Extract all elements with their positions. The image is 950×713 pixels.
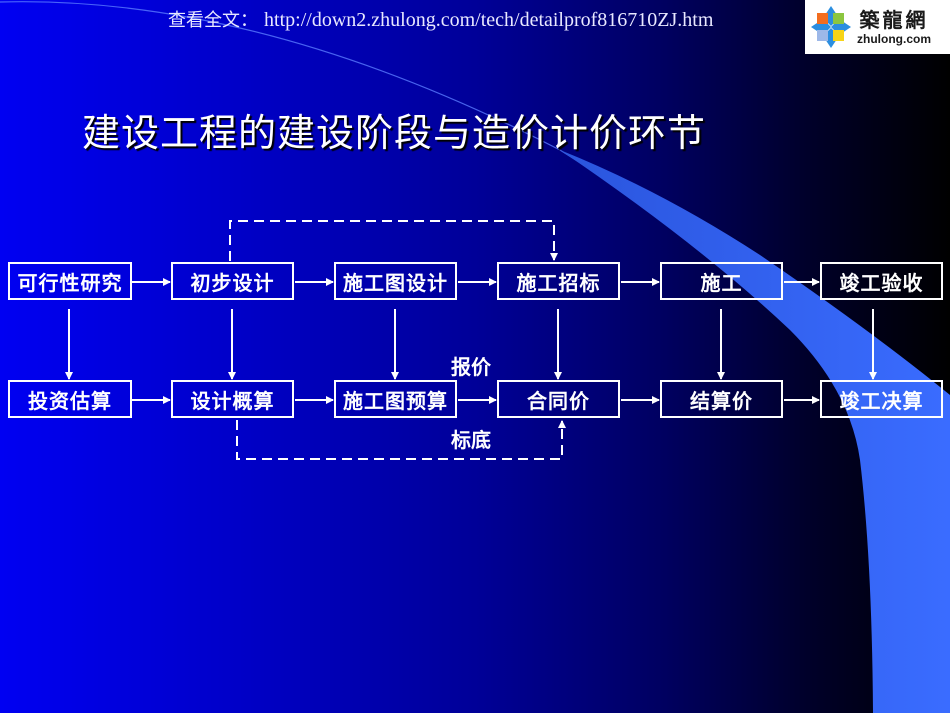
stage-preliminary-design: 初步设计 xyxy=(171,262,294,300)
cost-settlement-price: 结算价 xyxy=(660,380,783,418)
slide-title: 建设工程的建设阶段与造价计价环节 xyxy=(82,111,707,155)
logo-domain-text: zhulong.com xyxy=(857,32,931,46)
annotation-quote: 报价 xyxy=(451,355,491,379)
stage-construction-bidding: 施工招标 xyxy=(497,262,620,300)
stage-construction: 施工 xyxy=(660,262,783,300)
cost-construction-drawing-budget: 施工图预算 xyxy=(334,380,457,418)
cost-investment-estimate: 投资估算 xyxy=(8,380,132,418)
stage-construction-drawing-design: 施工图设计 xyxy=(334,262,457,300)
cost-design-budget: 设计概算 xyxy=(171,380,294,418)
stage-feasibility-study: 可行性研究 xyxy=(8,262,132,300)
zhulong-pinwheel-icon xyxy=(811,6,851,48)
source-url-line: 查看全文： http://down2.zhulong.com/tech/deta… xyxy=(168,6,713,32)
cost-contract-price: 合同价 xyxy=(497,380,620,418)
source-url-link[interactable]: http://down2.zhulong.com/tech/detailprof… xyxy=(264,9,714,31)
url-label: 查看全文： xyxy=(168,10,258,31)
zhulong-logo[interactable]: 築龍網 zhulong.com xyxy=(805,0,950,54)
annotation-base-price: 标底 xyxy=(451,428,491,452)
stage-completion-acceptance: 竣工验收 xyxy=(820,262,943,300)
cost-final-accounts: 竣工决算 xyxy=(820,380,943,418)
logo-chinese-text: 築龍網 xyxy=(859,8,929,32)
